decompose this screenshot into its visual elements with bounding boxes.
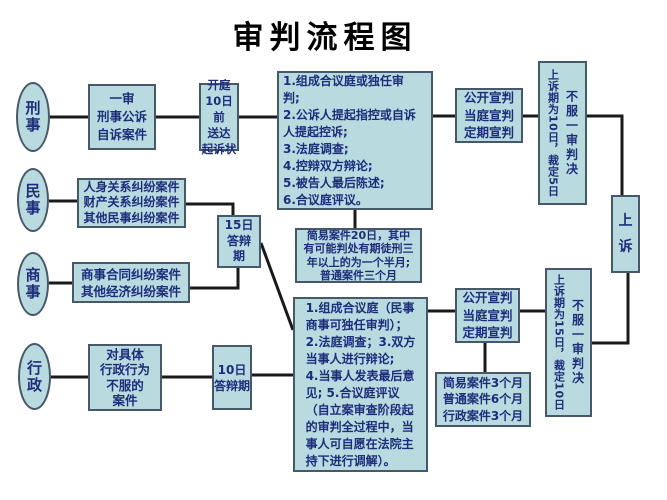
- dissatisfied-civil-text: 不服一审判决: [570, 299, 585, 386]
- box-criminal-trial-steps: 1.组成合议庭或独任审 判; 2.公诉人提起指控或自诉 人提起控诉; 3.法庭调…: [277, 71, 433, 210]
- box-pronouncement-criminal: 公开宣判 当庭宣判 定期宣判: [455, 88, 523, 143]
- box-appeal: 上 诉: [611, 195, 640, 273]
- box-reply-period-10: 10日 答辩期: [212, 345, 252, 410]
- box-commercial-dispute-cases: 商事合同纠纷案件 其他经济纠纷案件: [72, 262, 190, 303]
- box-first-instance-cases: 一审 刑事公诉 自诉案件: [88, 84, 156, 150]
- box-pronouncement-civil: 公开宣判 当庭宣判 定期宣判: [455, 288, 520, 343]
- box-appeal-period-civil: 上诉期为15日，裁定10日 不服一审判决: [545, 268, 592, 417]
- lane-commercial-oval: 商 事: [17, 252, 49, 316]
- box-reply-period-15: 15日 答辩 期: [217, 215, 261, 268]
- appeal-period-civil-text: 上诉期为15日，裁定10日: [552, 274, 566, 411]
- connector-line: [186, 202, 235, 215]
- appeal-period-criminal-text: 上诉期为10日，裁定5日: [546, 69, 560, 197]
- box-civil-dispute-cases: 人身关系纠纷案件 财产关系纠纷案件 其他民事纠纷案件: [77, 178, 186, 228]
- connector-line: [259, 242, 295, 331]
- connector-line: [190, 268, 240, 290]
- lane-criminal-oval: 刑 事: [16, 82, 50, 152]
- connector-line: [587, 114, 624, 195]
- dissatisfied-criminal-text: 不服一审判决: [564, 89, 579, 177]
- box-criminal-time-limits: 简易案件20日，其中 有可能判处有期徒刑三 年以上的为一个半月; 普通案件三个月: [295, 228, 422, 283]
- page-title: 审判流程图: [232, 20, 418, 56]
- connector-line: [592, 273, 630, 345]
- box-serve-indictment: 开庭 10日前 送达 起诉状: [199, 78, 239, 156]
- box-appeal-period-criminal: 上诉期为10日，裁定5日 不服一审判决: [538, 61, 587, 205]
- box-civil-trial-steps: 1.组成合议庭（民事 商事可独任审判）； 2.法庭调查；3.双方 当事人进行辩论…: [293, 297, 428, 472]
- box-civil-time-limits: 简易案件3个月 普通案件6个月 行政案件3个月: [435, 372, 531, 427]
- box-administrative-cases: 对具体 行政行为 不服的 案件: [88, 344, 162, 411]
- lane-civil-oval: 民 事: [17, 168, 49, 232]
- lane-administrative-oval: 行 政: [18, 343, 51, 410]
